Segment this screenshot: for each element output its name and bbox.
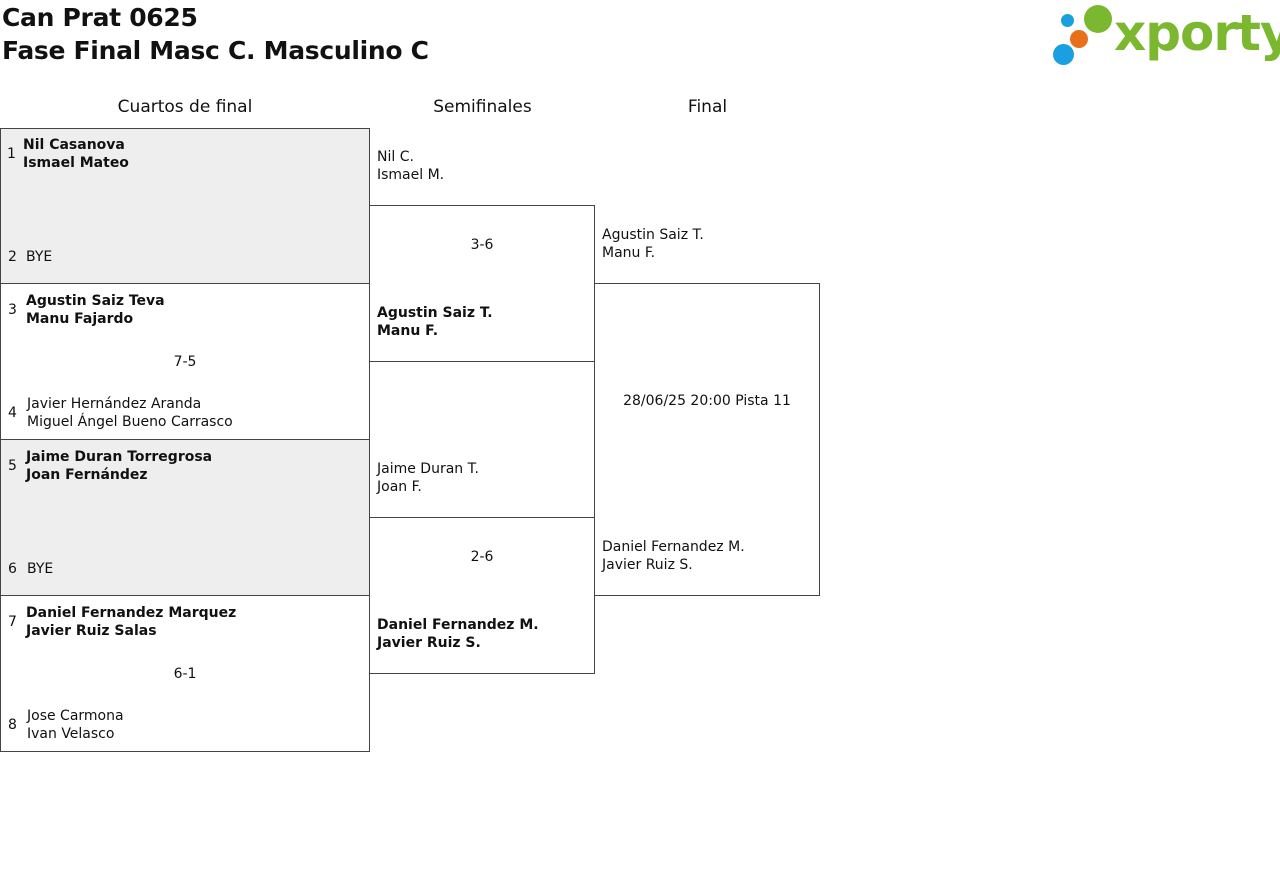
semi-player-name: Manu F. [377,323,439,339]
logo-dot-blue-small [1061,14,1074,27]
logo-text: xporty [1114,4,1280,62]
final-player-name: Javier Ruiz S. [602,557,693,573]
player-name: Javier Hernández Aranda [27,396,202,412]
player-name: Javier Ruiz Salas [26,623,157,639]
seed-number: 7 [8,614,17,630]
match-score: 2-6 [470,549,494,565]
semi-player-name: Jaime Duran T. [377,461,479,477]
logo-dot-blue [1053,44,1074,65]
semi-player-name: Ismael M. [377,167,445,183]
semi-player-name: Javier Ruiz S. [377,635,481,651]
final-player-name: Daniel Fernandez M. [602,539,745,555]
player-name: Miguel Ángel Bueno Carrasco [27,414,233,430]
final-schedule: 28/06/25 20:00 Pista 11 [623,393,791,409]
semi-player-name: Joan F. [377,479,422,495]
player-name: Daniel Fernandez Marquez [26,605,237,621]
match-score: 7-5 [173,354,197,370]
column-semis: Semifinales [433,97,532,117]
seed-number: 8 [8,717,17,733]
player-name: Agustin Saiz Teva [26,293,165,309]
phase-title: Fase Final Masc C. Masculino C [2,36,429,65]
quarter-match-3[interactable] [0,439,370,596]
seed-number: 5 [8,458,17,474]
player-name: Jaime Duran Torregrosa [26,449,213,465]
player-name: Ivan Velasco [27,726,115,742]
match-score: 3-6 [470,237,494,253]
seed-number: 3 [8,302,17,318]
player-name: Jose Carmona [27,708,124,724]
semi-player-name: Agustin Saiz T. [377,305,493,321]
final-match[interactable] [594,283,820,596]
player-name: Nil Casanova [23,137,125,153]
semi-player-name: Nil C. [377,149,414,165]
logo-dot-orange [1070,30,1088,48]
quarter-match-1[interactable] [0,128,370,284]
player-name: Ismael Mateo [23,155,129,171]
player-name: Manu Fajardo [26,311,134,327]
logo-dot-green [1084,5,1112,33]
match-score: 6-1 [173,666,197,682]
xporty-logo: xporty [1050,4,1280,66]
semi-player-name: Daniel Fernandez M. [377,617,539,633]
seed-number: 1 [7,146,16,162]
bye-label: BYE [27,561,54,577]
player-name: Joan Fernández [26,467,148,483]
club-title: Can Prat 0625 [2,3,198,32]
seed-number: 6 [8,561,17,577]
column-quarters: Cuartos de final [117,97,253,117]
bye-label: BYE [26,249,53,265]
final-player-name: Agustin Saiz T. [602,227,704,243]
final-player-name: Manu F. [602,245,656,261]
seed-number: 2 [8,249,17,265]
column-final: Final [687,97,728,117]
seed-number: 4 [8,405,17,421]
